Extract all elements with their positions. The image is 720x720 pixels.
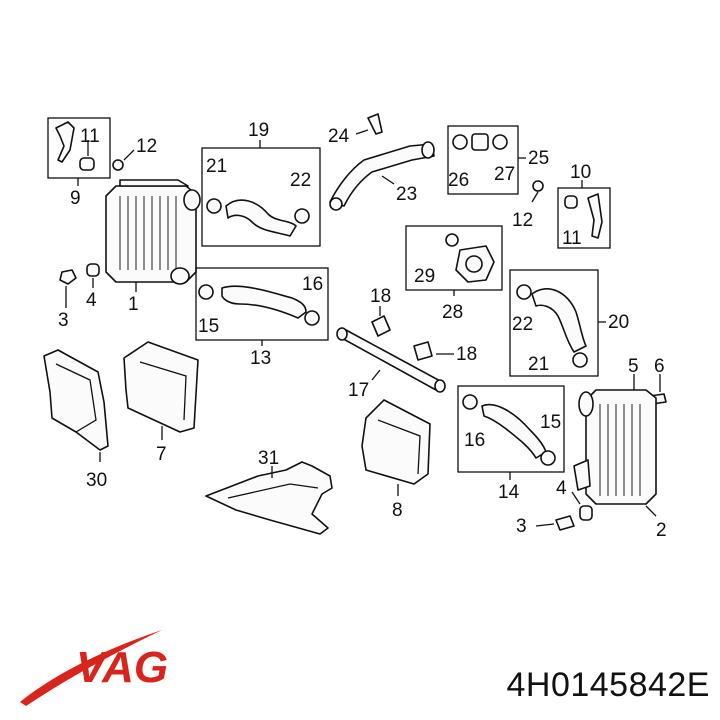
callout-4: 4	[556, 478, 567, 499]
clamp-part	[516, 284, 532, 300]
group-box-25	[447, 125, 519, 195]
callout-18: 18	[456, 344, 477, 365]
callout-27: 27	[494, 164, 515, 185]
callout-26: 26	[448, 170, 469, 191]
callout-11: 11	[562, 228, 582, 249]
hose-part	[531, 288, 587, 353]
group-box-19	[201, 147, 321, 247]
logo-swoosh	[20, 630, 162, 706]
callout-22: 22	[290, 170, 311, 191]
clamp-part	[206, 198, 222, 214]
callout-19: 19	[248, 120, 269, 141]
callout-12: 12	[512, 210, 533, 231]
callout-12: 12	[136, 136, 157, 157]
bracket-part	[55, 121, 75, 163]
callout-9: 9	[70, 188, 81, 209]
pipe-part	[329, 143, 435, 207]
callout-31: 31	[258, 448, 279, 469]
callout-5: 5	[628, 356, 639, 377]
callout-28: 28	[442, 302, 463, 323]
clamp-part	[572, 352, 588, 368]
grommet-part	[86, 263, 100, 277]
clamp-part	[304, 310, 320, 326]
bracket-part	[371, 315, 391, 337]
callout-16: 16	[302, 274, 323, 295]
callout-16: 16	[464, 430, 485, 451]
callout-18: 18	[370, 286, 391, 307]
callout-24: 24	[328, 126, 350, 147]
intercooler-right	[573, 389, 657, 505]
vag-logo: VAG	[20, 630, 168, 706]
clamp-part	[462, 394, 478, 410]
gasket-part	[445, 233, 459, 247]
callout-8: 8	[392, 500, 403, 521]
clamp-part	[492, 134, 508, 150]
callout-21: 21	[528, 354, 549, 375]
clamp-part	[294, 208, 310, 224]
callout-6: 6	[654, 356, 665, 377]
grommet-part	[564, 195, 578, 209]
callout-11: 11	[80, 126, 100, 147]
screw-part	[532, 180, 544, 192]
callout-2: 2	[656, 520, 667, 541]
callout-25: 25	[528, 148, 549, 169]
callout-29: 29	[414, 266, 435, 287]
connector-part	[471, 133, 489, 151]
callout-3: 3	[58, 310, 69, 331]
callout-17: 17	[348, 380, 369, 401]
bracket-part	[367, 113, 383, 135]
clamp-part	[452, 134, 468, 150]
air-guide-part	[123, 341, 199, 433]
group-box-20	[509, 269, 599, 377]
callout-4: 4	[86, 290, 97, 311]
group-box-10	[557, 187, 611, 249]
bolt-part	[555, 515, 575, 531]
callout-30: 30	[86, 470, 107, 491]
intercooler-left	[105, 179, 201, 285]
callout-15: 15	[198, 316, 219, 337]
logo-text: VAG	[76, 643, 168, 692]
callout-14: 14	[498, 482, 520, 503]
callout-10: 10	[570, 162, 591, 183]
bracket-part	[413, 341, 433, 361]
bracket-part	[587, 193, 603, 239]
hose-part	[481, 403, 547, 459]
air-duct-part	[43, 349, 109, 451]
bolt-part	[59, 269, 77, 285]
callout-20: 20	[608, 312, 629, 333]
air-duct-part	[205, 461, 333, 535]
grommet-part	[579, 505, 593, 521]
grommet-part	[79, 157, 95, 171]
clamp-part	[540, 450, 556, 466]
part-number: 4H0145842E	[506, 666, 710, 704]
clamp-part	[198, 284, 214, 300]
callout-22: 22	[512, 314, 533, 335]
group-box-14	[457, 385, 565, 473]
callout-3: 3	[516, 516, 527, 537]
hose-part	[225, 199, 297, 237]
callout-13: 13	[250, 348, 271, 369]
callout-1: 1	[128, 294, 139, 315]
group-box-9	[47, 117, 111, 179]
callout-15: 15	[540, 412, 561, 433]
callout-7: 7	[156, 444, 167, 465]
hose-part	[221, 285, 307, 319]
callout-21: 21	[206, 156, 227, 177]
callout-23: 23	[396, 184, 417, 205]
screw-part	[112, 159, 124, 171]
